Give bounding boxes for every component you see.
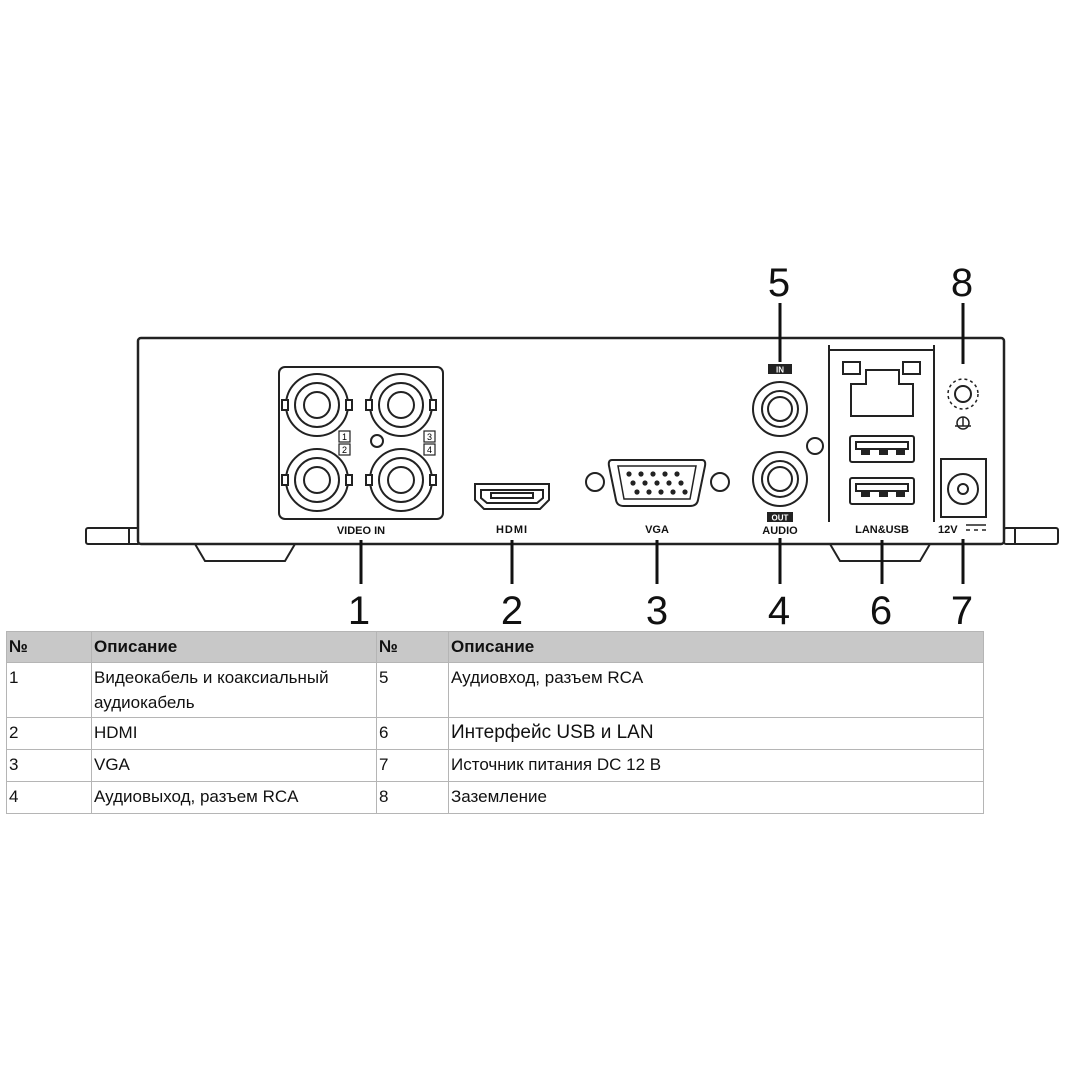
bnc-connector-icon (365, 448, 437, 512)
callout-3: 3 (646, 589, 668, 630)
table-cell: VGA (91, 749, 377, 782)
bnc-number-3: 3 (427, 432, 432, 442)
vga-pin (654, 480, 660, 486)
table-cell: 3 (6, 749, 92, 782)
table-row: 3 VGA 7 Источник питания DC 12 В (6, 749, 984, 782)
table-cell: Интерфейс USB и LAN (448, 717, 984, 750)
table-cell: Видеокабель и коаксиальный аудиокабель (91, 662, 377, 718)
rca-jack-icon (752, 451, 808, 507)
header-number: № (6, 631, 92, 663)
vga-pin (634, 489, 640, 495)
hdmi-port-icon (474, 483, 550, 510)
callout-leaders (359, 303, 965, 584)
vga-pin (646, 489, 652, 495)
ground-icon (947, 378, 979, 430)
table-cell: HDMI (91, 717, 377, 750)
device-feet (194, 543, 931, 562)
header-description: Описание (448, 631, 984, 663)
table-cell: 6 (376, 717, 449, 750)
bnc-connector-icon (281, 448, 353, 512)
vga-pin (658, 489, 664, 495)
callout-2: 2 (501, 589, 523, 630)
vga-pin (666, 480, 672, 486)
table-cell: 8 (376, 781, 449, 814)
bnc-number-2: 2 (342, 445, 347, 455)
dc-symbol (966, 524, 986, 531)
vga-pin (630, 480, 636, 486)
callout-6: 6 (870, 589, 892, 630)
table-cell: 1 (6, 662, 92, 718)
audio-out-tag: OUT (772, 514, 789, 523)
table-row: 2 HDMI 6 Интерфейс USB и LAN (6, 717, 984, 750)
bnc-number-badges: 1 2 3 4 (338, 430, 436, 456)
callout-7: 7 (951, 589, 973, 630)
rj45-port-icon (842, 361, 921, 417)
vga-label: VGA (645, 524, 669, 536)
usb-port-icon (849, 477, 915, 505)
dc-power-jack-icon (940, 458, 987, 518)
vga-pin (638, 471, 644, 477)
table-row: 1 Видеокабель и коаксиальный аудиокабель… (6, 662, 984, 718)
callout-5: 5 (768, 261, 790, 305)
table-cell: Источник питания DC 12 В (448, 749, 984, 782)
vga-pin (650, 471, 656, 477)
header-number: № (376, 631, 449, 663)
vga-pin (682, 489, 688, 495)
hdmi-label: HDMI (496, 524, 528, 536)
legend-table: № Описание № Описание 1 Видеокабель и ко… (6, 631, 984, 814)
audio-in-tag: IN (776, 366, 784, 375)
table-cell: Заземление (448, 781, 984, 814)
bnc-connector-icon (281, 373, 353, 437)
lan-usb-group: LAN&USB (828, 345, 935, 536)
table-cell: 2 (6, 717, 92, 750)
video-in-group: 1 2 3 4 VIDEO IN (278, 366, 444, 537)
bnc-number-4: 4 (427, 445, 432, 455)
table-header-row: № Описание № Описание (6, 631, 984, 663)
vga-pin-grid (626, 471, 688, 495)
power-label: 12V (938, 524, 958, 536)
rear-panel-diagram: 1 2 3 4 VIDEO IN HDMI VGA IN OUT AUDIO (85, 261, 1059, 630)
lan-usb-label: LAN&USB (855, 524, 909, 536)
vga-pin (674, 471, 680, 477)
audio-group: IN OUT AUDIO (752, 364, 824, 537)
vga-pin (642, 480, 648, 486)
table-row: 4 Аудиовыход, разъем RCA 8 Заземление (6, 781, 984, 814)
callout-1: 1 (348, 589, 370, 630)
video-in-label: VIDEO IN (337, 525, 385, 537)
table-cell: 7 (376, 749, 449, 782)
callout-4: 4 (768, 589, 790, 630)
vga-pin (662, 471, 668, 477)
callout-8: 8 (951, 261, 973, 305)
vga-pin (626, 471, 632, 477)
header-description: Описание (91, 631, 377, 663)
legend-table-wrapper: № Описание № Описание 1 Видеокабель и ко… (6, 631, 984, 814)
usb-port-icon (849, 435, 915, 463)
audio-label: AUDIO (762, 525, 798, 537)
bnc-connector-icon (365, 373, 437, 437)
table-cell: Аудиовыход, разъем RCA (91, 781, 377, 814)
table-cell: 4 (6, 781, 92, 814)
rca-jack-icon (752, 381, 808, 437)
vga-pin (670, 489, 676, 495)
vga-pin (678, 480, 684, 486)
table-cell: 5 (376, 662, 449, 718)
table-cell: Аудиовход, разъем RCA (448, 662, 984, 718)
bnc-number-1: 1 (342, 432, 347, 442)
